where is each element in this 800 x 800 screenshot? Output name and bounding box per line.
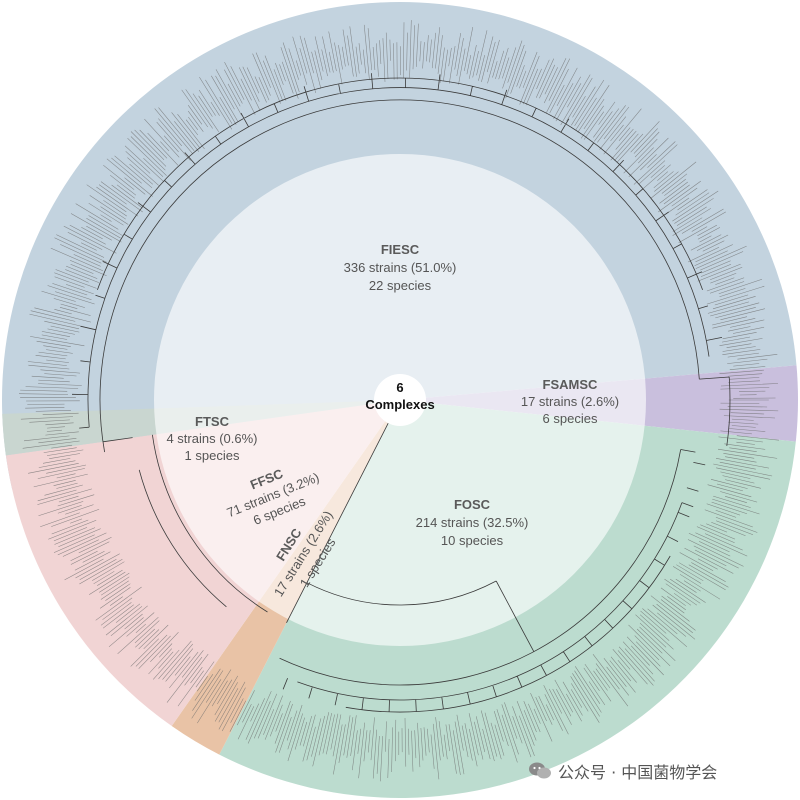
label-fiesc: FIESC 336 strains (51.0%) 22 species (344, 242, 457, 293)
ftsc-strains: 4 strains (0.6%) (166, 431, 257, 446)
center-count: 6 (396, 380, 403, 395)
fsamsc-species: 6 species (543, 411, 598, 426)
label-fosc: FOSC 214 strains (32.5%) 10 species (416, 497, 529, 548)
watermark-text: 公众号 · 中国菌物学会 (558, 763, 718, 782)
tree-branches (71, 73, 731, 713)
fiesc-species: 22 species (369, 278, 432, 293)
fiesc-strains: 336 strains (51.0%) (344, 260, 457, 275)
branch-lines (71, 73, 731, 713)
ftsc-species: 1 species (185, 448, 240, 463)
fsamsc-strains: 17 strains (2.6%) (521, 394, 619, 409)
center-label: Complexes (365, 397, 434, 412)
ftsc-name: FTSC (195, 414, 230, 429)
tree-tips (18, 20, 780, 782)
tip-lines (18, 20, 780, 782)
fosc-strains: 214 strains (32.5%) (416, 515, 529, 530)
fosc-species: 10 species (441, 533, 504, 548)
label-fsamsc: FSAMSC 17 strains (2.6%) 6 species (521, 377, 619, 426)
fiesc-name: FIESC (381, 242, 420, 257)
wechat-icon (529, 762, 551, 779)
fsamsc-name: FSAMSC (543, 377, 599, 392)
watermark: 公众号 · 中国菌物学会 (528, 758, 717, 784)
center-circle (374, 374, 426, 426)
label-ftsc: FTSC 4 strains (0.6%) 1 species (166, 414, 257, 463)
fosc-name: FOSC (454, 497, 491, 512)
